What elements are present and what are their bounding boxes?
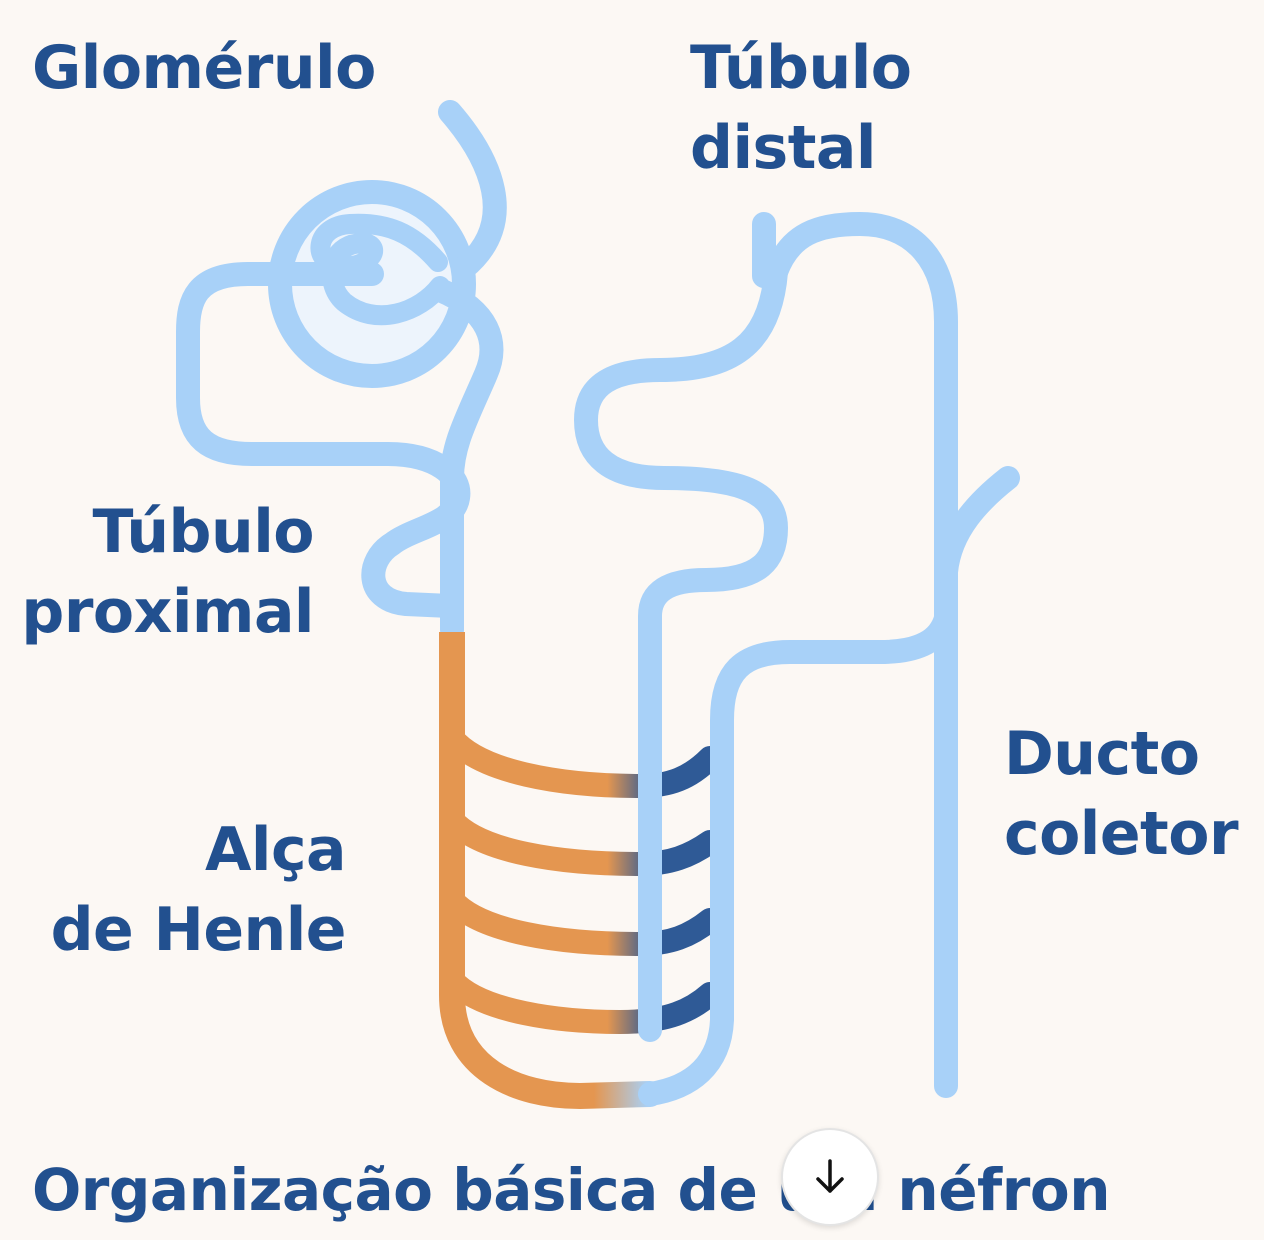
label-tubulo-proximal-line1: Túbulo bbox=[20, 492, 314, 572]
label-ducto-coletor: Ducto coletor bbox=[1004, 714, 1238, 874]
arrow-down-icon bbox=[808, 1155, 852, 1199]
label-alca-de-henle-line1: Alça bbox=[40, 810, 346, 890]
label-ducto-coletor-line1: Ducto bbox=[1004, 714, 1238, 794]
label-glomerulo: Glomérulo bbox=[32, 28, 376, 108]
diagram-title: Organização básica de um néfron bbox=[32, 1150, 1110, 1230]
henle-ring-4 bbox=[452, 980, 710, 1022]
label-tubulo-proximal: Túbulo proximal bbox=[20, 492, 314, 652]
henle-ring-2 bbox=[452, 820, 710, 864]
label-alca-de-henle: Alça de Henle bbox=[40, 810, 346, 970]
label-glomerulo-text: Glomérulo bbox=[32, 28, 376, 108]
label-tubulo-distal-line2: distal bbox=[690, 108, 912, 188]
label-tubulo-proximal-line2: proximal bbox=[20, 572, 314, 652]
scroll-down-button[interactable] bbox=[781, 1128, 879, 1226]
label-tubulo-distal: Túbulo distal bbox=[690, 28, 912, 188]
label-tubulo-distal-line1: Túbulo bbox=[690, 28, 912, 108]
henle-ring-3 bbox=[452, 900, 710, 944]
label-ducto-coletor-line2: coletor bbox=[1004, 794, 1238, 874]
label-alca-de-henle-line2: de Henle bbox=[40, 890, 346, 970]
henle-ring-1 bbox=[452, 738, 710, 786]
